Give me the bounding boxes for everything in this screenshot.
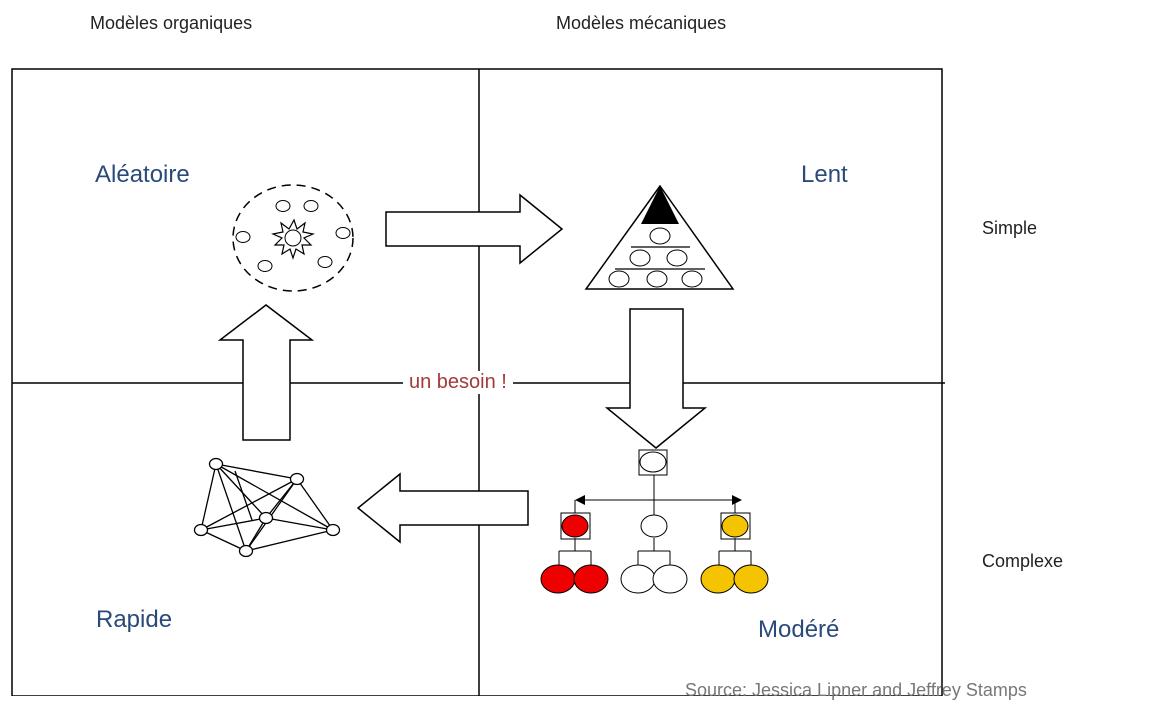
- header-organic-models: Modèles organiques: [90, 13, 253, 33]
- side-label-simple: Simple: [982, 218, 1038, 238]
- quadrant-label-slow: Lent: [801, 161, 848, 188]
- source-credit: Source: Jessica Lipner and Jeffrey Stamp…: [685, 680, 1027, 700]
- arrow-right: [385, 193, 564, 265]
- center-label-need: un besoin !: [403, 371, 513, 394]
- side-label-complex: Complexe: [982, 551, 1064, 571]
- network-icon: [193, 457, 341, 558]
- arrow-up: [217, 304, 315, 441]
- quadrant-label-fast: Rapide: [96, 606, 173, 633]
- header-mechanical-models: Modèles mécaniques: [556, 13, 727, 33]
- quadrant-label-moderate: Modéré: [758, 616, 840, 643]
- quadrant-label-random: Aléatoire: [95, 161, 190, 188]
- random-organization-icon: [232, 184, 354, 292]
- arrow-left: [356, 472, 529, 544]
- arrow-down: [604, 308, 708, 449]
- matrix-organization-icon: [540, 449, 769, 594]
- pyramid-hierarchy-icon: [584, 184, 735, 290]
